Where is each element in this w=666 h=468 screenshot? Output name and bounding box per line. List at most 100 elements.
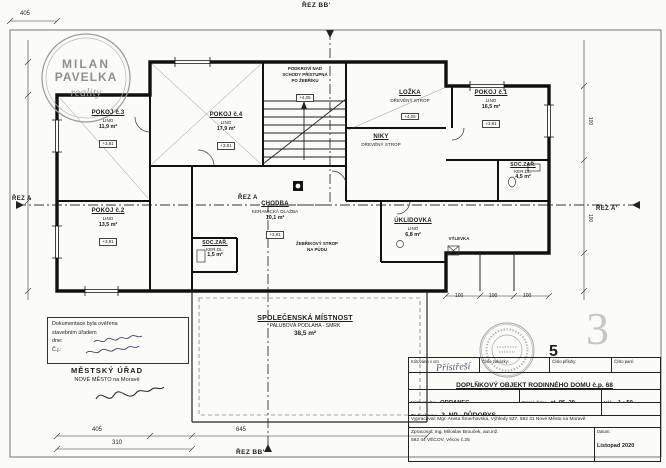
dim-step-2: 100 <box>489 293 498 299</box>
room-label-pokoj3: POKOJ č.3 LINO 11,9 m² +3,91 <box>68 110 148 152</box>
room-floor: LINO <box>407 225 419 231</box>
exterior-steps <box>479 253 515 291</box>
room-area: 13,5 m² <box>98 221 118 228</box>
title-block-pare: Číslo paré: <box>611 358 660 372</box>
room-name: POKOJ č.4 <box>209 112 243 118</box>
room-name: POKOJ č.2 <box>91 208 125 214</box>
dim-step-1: 100 <box>455 293 464 299</box>
signature-squiggle <box>95 386 165 400</box>
attachment-label: Číslo přílohy: <box>552 359 577 364</box>
elevation-mark: +4,05 <box>401 112 419 121</box>
city-stamp: MĚSTSKÝ ÚŘAD NOVÉ MĚSTO na Moravě <box>42 366 172 383</box>
title-block-author: Vypracoval: Mgr. Aneta Šmerhovská, Výhle… <box>409 415 660 427</box>
handwritten-note: Přístřeší <box>435 361 471 374</box>
room-floor: KERAMICKÁ DLAŽBA <box>251 208 299 214</box>
dim-bottom-inner: 310 <box>112 440 123 446</box>
window-symbols <box>52 57 554 296</box>
title-block-date: Datum: Listopad 2020 <box>594 427 660 461</box>
title-block-empty-cell <box>601 402 660 415</box>
dim-step-3: 100 <box>523 293 532 299</box>
room-name: LOŽKA <box>399 90 421 96</box>
room-area: 17,9 m² <box>216 125 236 132</box>
section-label-top: ŘEZ BB' <box>302 2 331 9</box>
title-block-site: Místo stavby: ODRANEC <box>409 389 519 402</box>
approval-box: Dokumentace byla ověřena stavebním úřade… <box>47 317 189 364</box>
project-title: DOPLŇKOVÝ OBJEKT RODINNÉHO DOMU č.p. 68 <box>456 382 613 389</box>
scale-value: 1 : 50 <box>618 400 633 402</box>
attachment-number: 5 <box>549 343 558 360</box>
room-name: POKOJ č.3 <box>91 110 125 116</box>
site-label: Místo stavby: <box>411 400 436 402</box>
section-a-center: ŘEZ A <box>238 195 258 201</box>
title-block-scale: Měř.: 1 : 50 <box>601 389 660 402</box>
title-block-order: Číslo zakázky: <box>479 358 549 372</box>
room-floor: LINO <box>102 215 114 221</box>
approval-date-label: dne: <box>52 338 63 345</box>
elevation-mark: +3,91 <box>482 119 500 128</box>
door-swings <box>134 116 465 215</box>
room-name-line3: PO ŽEBŘÍKU <box>291 77 319 83</box>
dim-bottom-left: 405 <box>92 427 103 433</box>
exterior-walls <box>55 60 551 293</box>
logo-tagline: reality <box>70 85 102 99</box>
dim-right-1: 100 <box>587 116 594 126</box>
room-name: NIKY <box>373 134 389 140</box>
city-stamp-line2: NOVÉ MĚSTO na Moravě <box>74 377 140 383</box>
room-name-line2: SCHODY PŘÍSTUPNÁ <box>282 71 328 77</box>
dim-right-2: 100 <box>587 213 594 223</box>
room-floor: KER.DL. <box>514 168 532 174</box>
room-label-pokoj4: POKOJ č.4 LINO 17,9 m² +3,91 <box>190 112 262 154</box>
title-block: Kótováno v cm Číslo zakázky: Číslo přílo… <box>408 357 661 462</box>
room-name: POKOJ č.1 <box>474 90 508 96</box>
section-lines <box>16 30 640 452</box>
approval-line2: stavebním úřadem <box>52 329 97 336</box>
title-block-dim-note: Kótováno v cm <box>409 358 479 372</box>
room-name: ÚKLIDOVKA <box>394 218 432 224</box>
chimney-symbol <box>293 181 303 191</box>
sanitary-fixtures <box>196 163 541 263</box>
interior-walls <box>57 62 549 291</box>
room-name: ŽEBŘÍKOVÝ STROP <box>296 241 338 246</box>
room-label-zebrikovy-strop: ŽEBŘÍKOVÝ STROP NA PŮDU <box>286 241 348 252</box>
room-area: 6,8 m² <box>405 231 421 238</box>
elevation-mark: +3,91 <box>217 141 235 150</box>
section-label-bottom: ŘEZ BB' <box>236 449 265 456</box>
architect-round-stamp <box>479 322 535 378</box>
room-floor: KER.DL. <box>206 246 224 252</box>
title-block-engineer: Zpracoval: Ing. Miloslav Brouček, aut.in… <box>409 427 594 461</box>
drawing-type-label: Druh výkresu: <box>411 413 437 415</box>
scale-label: Měř.: <box>604 400 614 402</box>
room-name: SOC.ZAŘ. <box>510 162 536 168</box>
room-label-vylevka: VÝLEVKA <box>438 236 480 242</box>
room-floor: LINO <box>220 119 232 125</box>
dim-note-label: Kótováno v cm <box>411 359 439 364</box>
pare-label: Číslo paré: <box>614 359 635 364</box>
parcel-label: Parcel. číslo: <box>522 400 546 402</box>
room-area: 38,5 m² <box>293 329 317 337</box>
city-stamp-line1: MĚSTSKÝ ÚŘAD <box>70 366 143 375</box>
room-label-spolecenska: SPOLEČENSKÁ MÍSTNOST PALUBOVÁ PODLAHA - … <box>235 314 375 338</box>
order-label: Číslo zakázky: <box>482 359 509 364</box>
pare-number: 3 <box>586 303 609 354</box>
stair-arrow-icon <box>301 101 307 109</box>
engineer-row2: 592 44 VĚCOV, Věcov č.25 <box>411 438 470 444</box>
dimension-lines <box>6 17 588 453</box>
room-floor: DŘEVĚNÝ STROP <box>361 141 401 147</box>
parcel-value: st. 95, 29 <box>550 400 575 402</box>
common-room-outline <box>191 291 428 423</box>
room-name-line2: NA PŮDU <box>307 246 327 252</box>
room-floor: LINO <box>485 97 497 103</box>
elevation-mark: +3,91 <box>99 237 117 246</box>
title-block-attachment: Číslo přílohy: <box>549 358 611 372</box>
dim-top-left: 405 <box>20 11 31 17</box>
ceiling-diagonals <box>59 63 445 199</box>
room-label-pokoj2: POKOJ č.2 LINO 13,5 m² +3,91 <box>68 208 148 250</box>
room-area: 16,5 m² <box>481 103 501 110</box>
approval-line1: Dokumentace byla ověřena <box>52 321 118 327</box>
title-block-drawing-type: Druh výkresu: 2. NP - PŮDORYS <box>409 402 601 415</box>
title-block-parcel: Parcel. číslo: st. 95, 29 <box>519 389 601 402</box>
room-label-uklidovka: ÚKLIDOVKA LINO 6,8 m² <box>382 218 444 239</box>
room-floor: PALUBOVÁ PODLAHA - SMRK <box>269 323 341 330</box>
logo-circle <box>41 33 131 123</box>
